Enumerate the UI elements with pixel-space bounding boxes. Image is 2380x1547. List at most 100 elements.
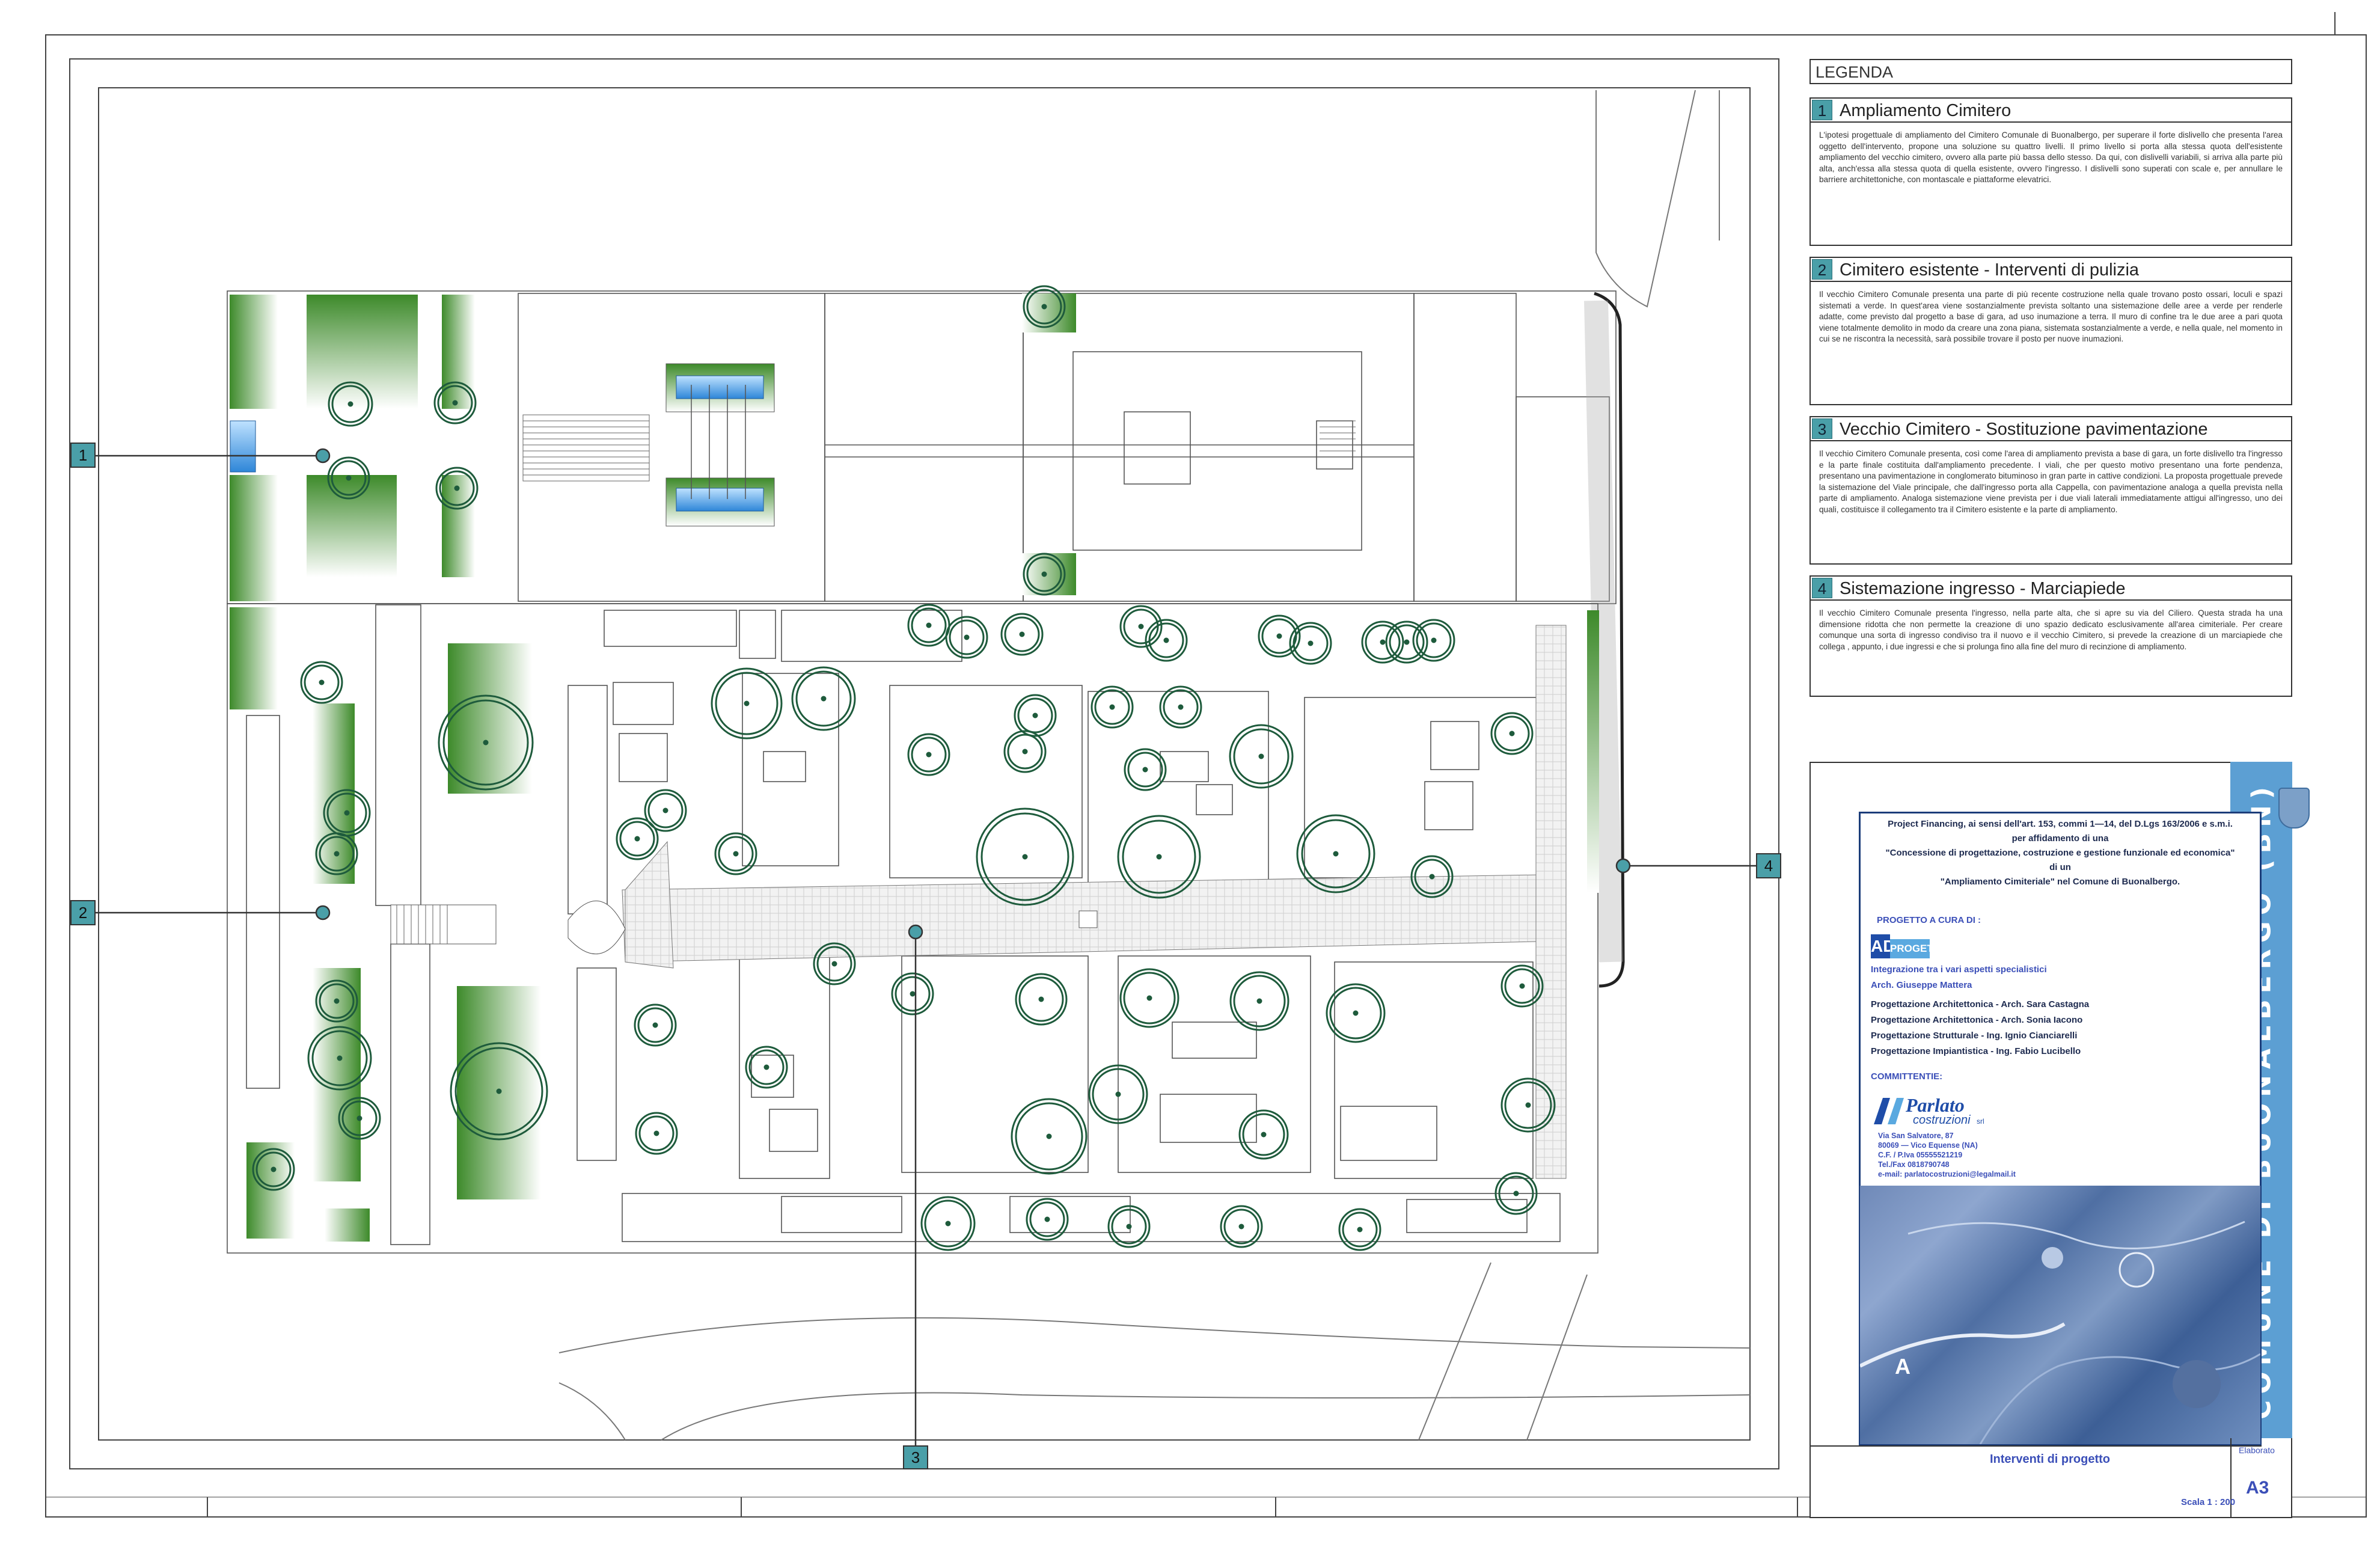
project-line-2: per affidamento di una [2011,833,2109,844]
tree [1385,620,1428,664]
tree [891,972,934,1016]
tree [907,604,950,647]
marker-label-3: 3 [911,1448,920,1466]
tree [1229,971,1289,1031]
staff-row-1: Progettazione Architettonica - Arch. Sar… [1871,999,2090,1009]
address-line-2: 80069 — Vico Equense (NA) [1878,1141,1978,1150]
legend-section-1-body: L'ipotesi progettuale di ampliamento del… [1809,123,2292,246]
ad-progetti-logo: AD PROGETTI [1871,934,1942,958]
aerial-photo-terrain [1860,1221,2260,1444]
legend-section-3-number: 3 [1812,418,1832,439]
lead-architect: Arch. Giuseppe Mattera [1871,980,1972,990]
perimeter-curve [1594,292,1625,988]
tree [813,942,856,985]
legend-title: LEGENDA [1816,63,1894,81]
marker-label-1: 1 [79,446,87,464]
integrazione-text: Integrazione tra i vari aspetti speciali… [1871,964,2047,975]
tree [438,694,534,791]
tree [1490,712,1534,755]
municipal-crest-icon [2278,788,2310,829]
parlato-logo: Parlato costruzioni srl [1871,1093,2003,1128]
marker-label-4: 4 [1764,857,1773,875]
tree [1011,1098,1088,1175]
tree [315,832,358,875]
tree [1296,814,1375,893]
tree [1338,1208,1381,1251]
tree [1023,285,1066,328]
project-line-1: Project Financing, ai sensi dell'art. 15… [1888,819,2233,829]
legend-section-4-header: 4 Sistemazione ingresso - Marciapiede [1809,575,2292,601]
address-line-5: e-mail: parlatocostruzioni@legalmail.it [1878,1170,2016,1178]
tree [1412,619,1455,662]
tree [1026,1198,1069,1241]
tree [1326,983,1386,1043]
tree [1289,622,1332,665]
tree [1003,730,1047,773]
tree [920,1196,976,1251]
project-line-5: "Ampliamento Cimiteriale" nel Comune di … [1940,877,2180,887]
tree [323,789,371,837]
lower-cemetery [227,603,1598,1254]
legend-section-3-header: 3 Vecchio Cimitero - Sostituzione pavime… [1809,416,2292,441]
tree [1361,620,1404,664]
tree [1220,1205,1263,1248]
upper-stairs [522,414,1356,482]
elaborato-code: A3 [2246,1478,2269,1498]
tree [1494,1172,1538,1215]
tree [327,456,370,500]
progetto-label: PROGETTO A CURA DI : [1877,915,1981,925]
project-line-4: di un [2049,862,2071,872]
project-line-3: "Concessione di progettazione, costruzio… [1885,848,2235,858]
tree [1238,1109,1289,1160]
tree [328,381,373,427]
tree [1119,968,1179,1028]
legend-section-1-header: 1 Ampliamento Cimitero [1809,97,2292,123]
legend-section-2-body: Il vecchio Cimitero Comunale presenta un… [1809,282,2292,405]
staff-row-2: Progettazione Architettonica - Arch. Son… [1871,1015,2083,1025]
elaborato-divider [2230,1438,2232,1518]
tree [300,661,343,704]
tree [616,817,659,860]
tree [976,807,1074,906]
section-marker-labels: 1 2 3 4 [79,446,1773,1466]
tree [907,733,950,776]
tree [1145,619,1188,662]
legend-section-3-body: Il vecchio Cimitero Comunale presenta, c… [1809,441,2292,565]
parlato-mark-icon [1874,1098,1904,1124]
photo-marker-label: A [1895,1354,1910,1379]
staff-row-4: Progettazione Impiantistica - Ing. Fabio… [1871,1046,2081,1056]
company-subtitle: costruzioni [1913,1114,1971,1127]
legend-section-4-title: Sistemazione ingresso - Marciapiede [1840,579,2126,598]
tree [1014,694,1057,737]
tree [634,1003,677,1047]
tree [1119,605,1163,648]
legend-section-1-number: 1 [1812,100,1832,120]
tree [644,789,687,832]
staff-row-3: Progettazione Strutturale - Ing. Ignio C… [1871,1031,2078,1041]
tree [711,667,783,740]
tree [450,1042,548,1141]
title-block-divider [1809,1445,2262,1447]
legend-section-1-title: Ampliamento Cimitero [1840,101,2011,120]
tree [315,979,358,1023]
legend-section-2-number: 2 [1812,259,1832,280]
legend-section-4-body: Il vecchio Cimitero Comunale presenta l'… [1809,601,2292,697]
tree [1000,613,1044,656]
drawing-title: Interventi di progetto [1990,1453,2110,1466]
legend-section-4-number: 4 [1812,578,1832,598]
marker-label-2: 2 [79,904,87,922]
tree [1124,748,1167,791]
aerial-photo [1860,1186,2260,1444]
tree [1159,685,1202,729]
tree [945,616,988,659]
company-name: Parlato [1906,1094,1965,1116]
tree [714,832,757,875]
trees [252,285,1556,1251]
address-line-4: Tel./Fax 0818790748 [1878,1160,1950,1169]
tree [635,1112,678,1155]
legend-header: LEGENDA [1809,59,2292,84]
tree [1229,724,1294,789]
tree [1015,973,1068,1026]
legend-section-3-title: Vecchio Cimitero - Sostituzione paviment… [1840,420,2208,439]
tree [433,381,477,424]
